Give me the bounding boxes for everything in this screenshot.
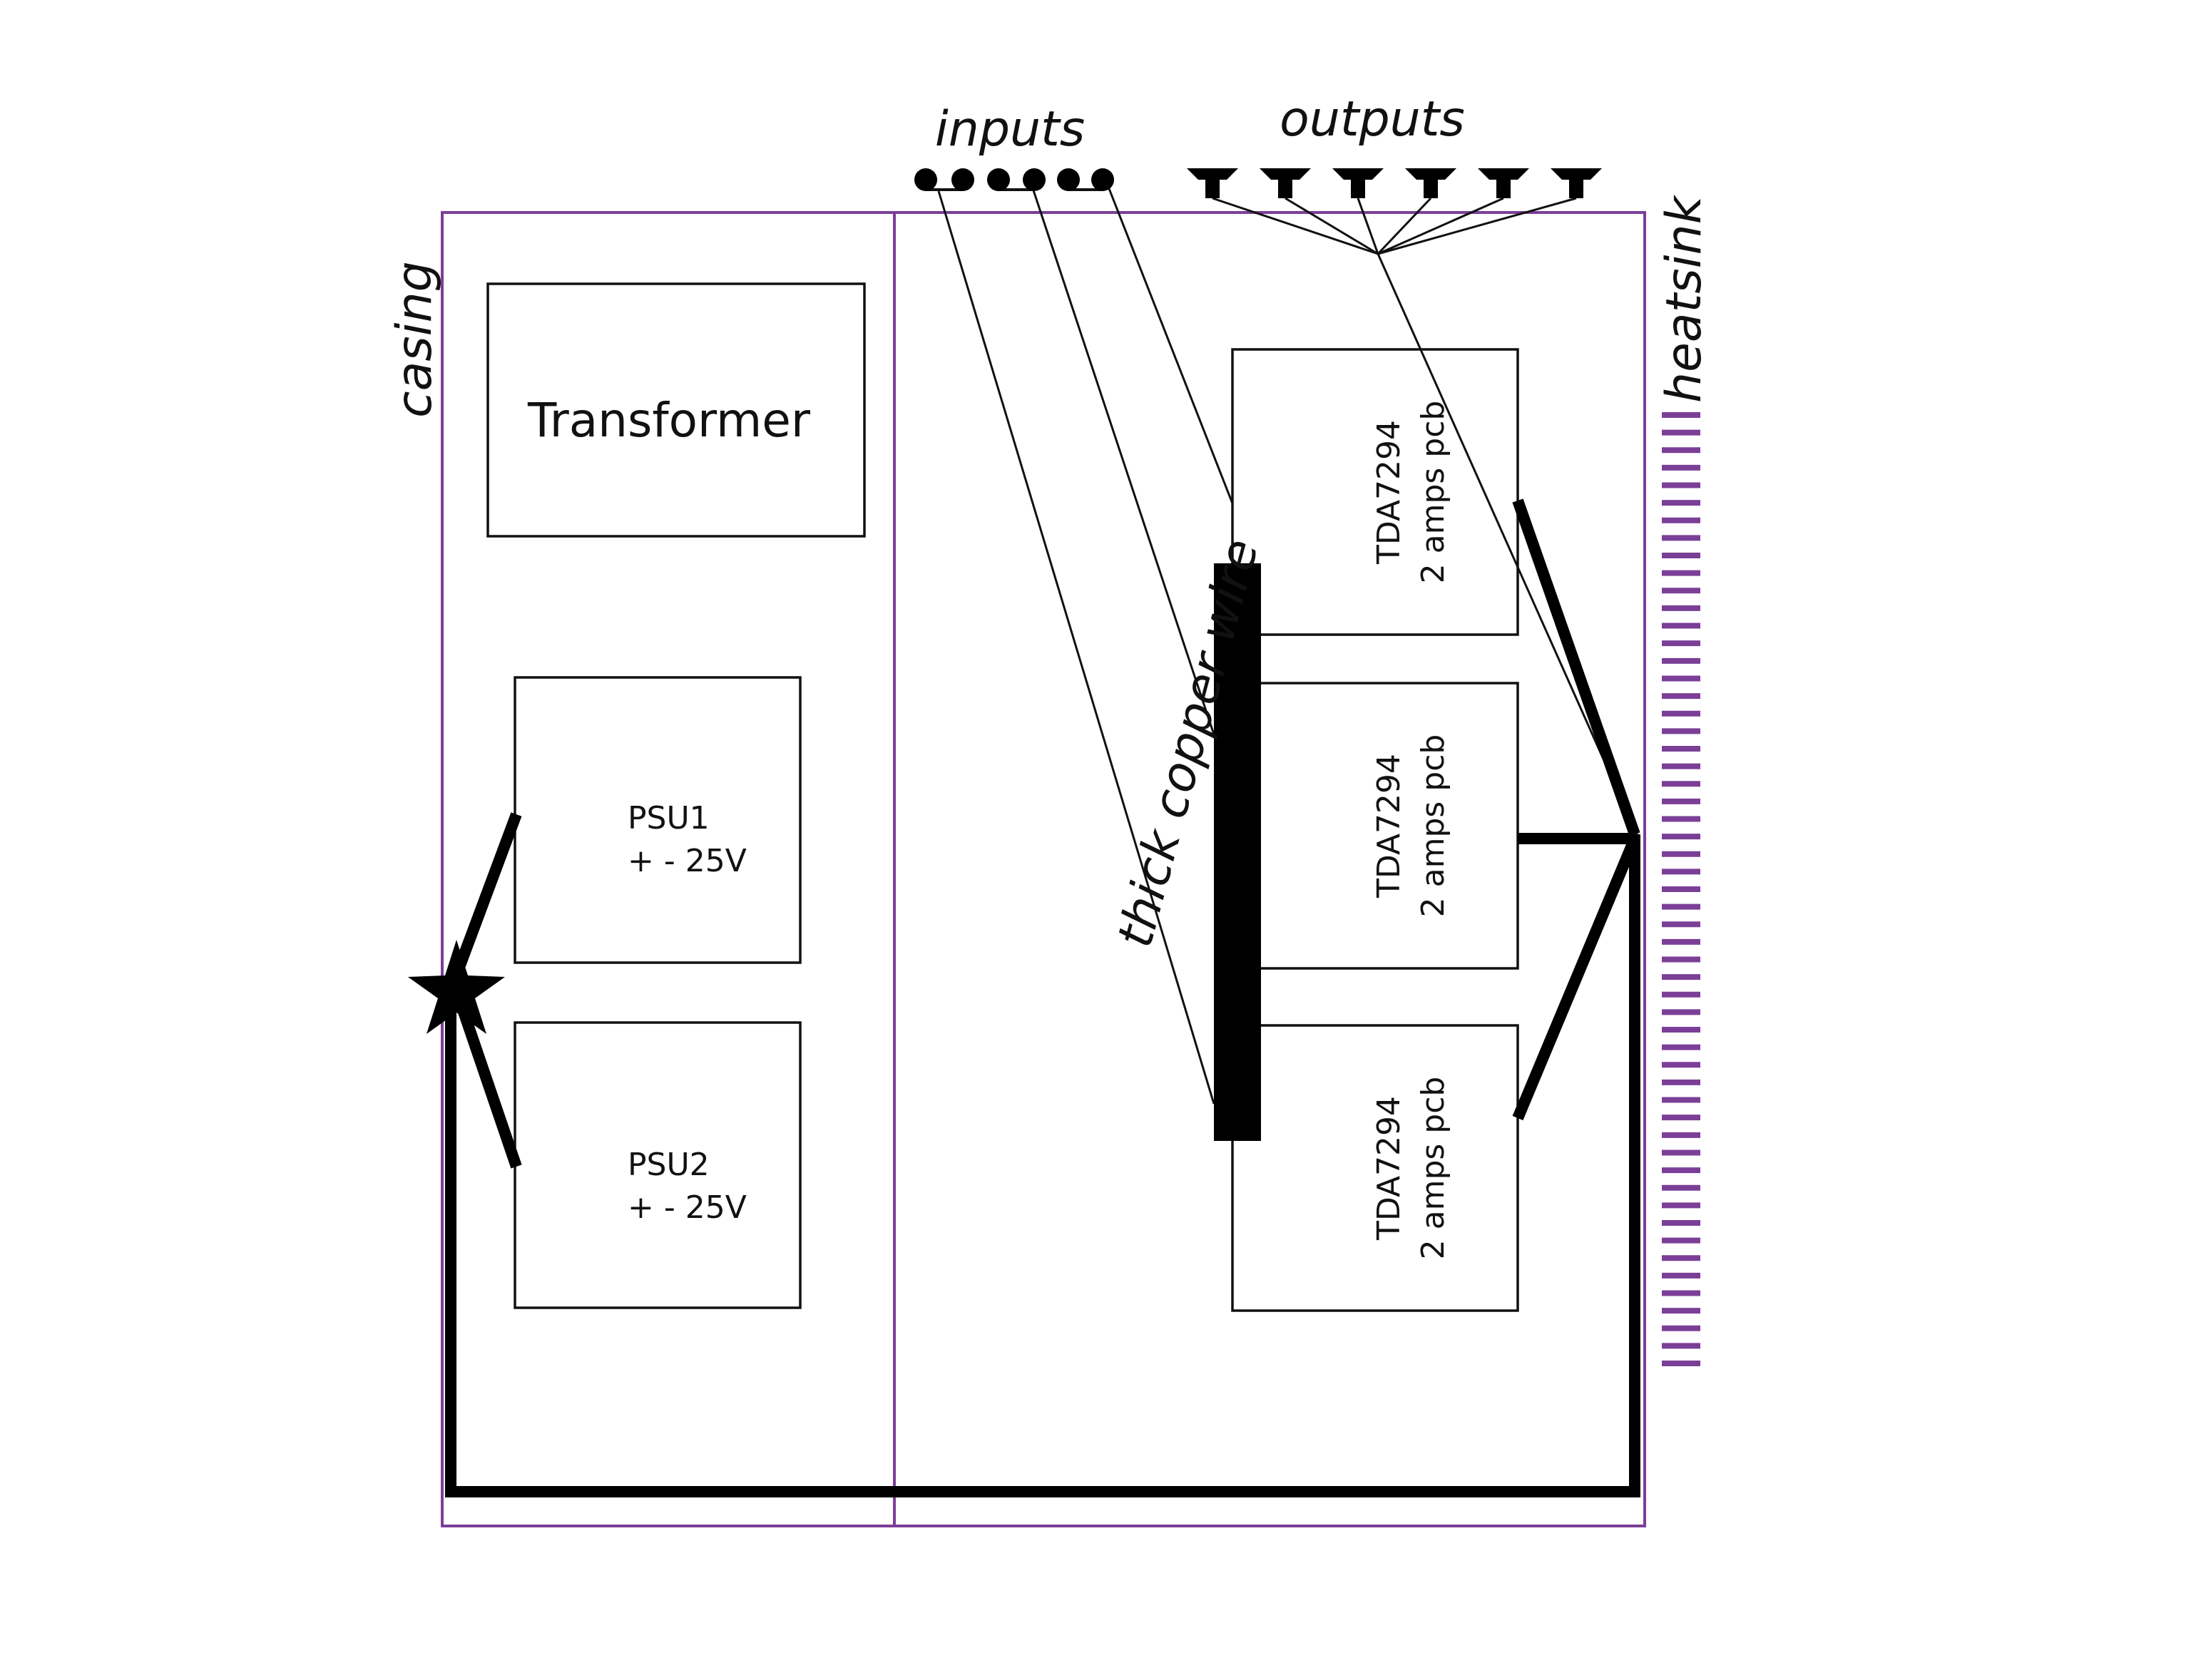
ground-wire-amp3 <box>1512 836 1640 1121</box>
input-jack-icon <box>1023 168 1046 191</box>
input-jack-icon <box>914 168 937 191</box>
output-speaker-icon <box>1332 168 1384 198</box>
heatsink <box>1662 412 1700 1366</box>
amp2-chip: TDA7294 <box>1371 754 1407 898</box>
amp-board-2 <box>1231 682 1519 970</box>
output-terminals <box>1187 168 1602 198</box>
amp3-desc: 2 amps pcb <box>1415 1077 1451 1260</box>
ground-wire-psu1 <box>448 812 522 985</box>
ground-wire-amp1 <box>1512 498 1640 836</box>
amp-board-1 <box>1231 348 1519 636</box>
psu2-box <box>514 1021 802 1309</box>
copper-wire-busbar <box>1214 563 1261 1141</box>
output-wires <box>1212 197 1639 836</box>
outputs-label: outputs <box>1280 91 1465 148</box>
amp3-chip: TDA7294 <box>1371 1096 1407 1241</box>
input-jack-icon <box>1057 168 1080 191</box>
input-jacks <box>914 168 1114 191</box>
output-speaker-icon <box>1551 168 1602 198</box>
output-speaker-icon <box>1260 168 1311 198</box>
input-wire-1 <box>937 190 1215 1105</box>
psu1-voltage: + - 25V <box>628 843 747 879</box>
input-wire-3 <box>1107 186 1234 504</box>
casing-outline <box>441 211 1646 1527</box>
input-jack-icon <box>987 168 1010 191</box>
casing-label: casing <box>387 261 443 418</box>
output-speaker-icon <box>1478 168 1529 198</box>
amp1-desc: 2 amps pcb <box>1415 401 1451 584</box>
output-speaker-icon <box>1187 168 1238 198</box>
amp1-chip: TDA7294 <box>1371 420 1407 565</box>
psu2-name: PSU2 <box>628 1147 710 1183</box>
input-wire-2 <box>1030 183 1215 735</box>
heatsink-label: heatsink <box>1656 194 1712 403</box>
inputs-label: inputs <box>935 101 1085 158</box>
psu1-name: PSU1 <box>628 800 710 836</box>
psu1-box <box>514 676 802 964</box>
input-jack-icon <box>1091 168 1114 191</box>
star-ground-icon <box>408 940 505 1034</box>
input-jack-icon <box>951 168 974 191</box>
transformer-box <box>486 282 866 538</box>
ground-loop-wire <box>445 834 1640 1497</box>
amp-board-3 <box>1231 1024 1519 1312</box>
amp2-desc: 2 amps pcb <box>1415 734 1451 918</box>
psu2-voltage: + - 25V <box>628 1189 747 1226</box>
transformer-label: Transformer <box>527 393 811 448</box>
output-speaker-icon <box>1405 168 1456 198</box>
